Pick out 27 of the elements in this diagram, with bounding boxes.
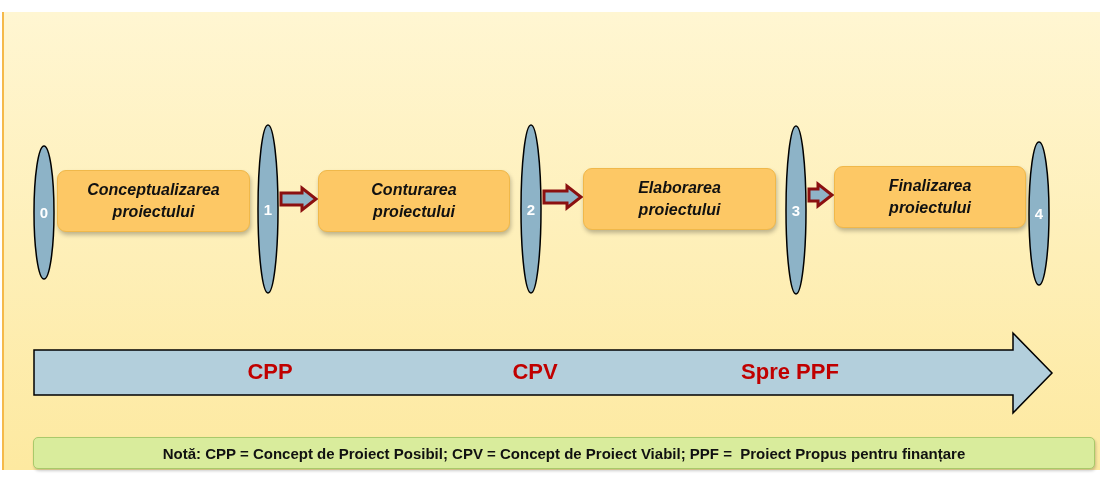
stage-ellipse	[520, 124, 542, 294]
stage-number: 0	[39, 204, 49, 221]
step-label: Conturarea proiectului	[370, 180, 458, 222]
step-label: Conceptualizarea proiectului	[86, 180, 221, 222]
stage-ellipse	[1028, 141, 1050, 286]
note-text: Notă: CPP = Concept de Proiect Posibil; CPV = Concept de Proiect Viabil; PPF = Proiect Propus pentru finanțare	[162, 444, 966, 462]
phase-label: Spre PPF	[741, 359, 839, 385]
phase-label: CPP	[247, 359, 293, 385]
phase-band	[33, 332, 1053, 414]
step-label: Elaborarea proiectului	[637, 178, 722, 220]
stage-number: 1	[263, 200, 273, 218]
note-box	[33, 437, 1095, 469]
stage-ellipse	[785, 125, 807, 295]
step-label: Finalizarea proiectului	[887, 176, 973, 218]
step-box	[57, 170, 250, 232]
stage-number: 4	[1034, 205, 1044, 222]
block-arrow	[279, 184, 319, 214]
step-box	[318, 170, 510, 232]
stage-number: 2	[526, 200, 536, 218]
block-arrow	[542, 182, 584, 212]
stage-ellipse	[33, 145, 55, 280]
block-arrow	[807, 180, 835, 210]
step-box	[583, 168, 776, 230]
step-box	[834, 166, 1026, 228]
stage-ellipse	[257, 124, 279, 294]
phase-label: CPV	[512, 359, 558, 385]
stage-number: 3	[791, 201, 801, 219]
